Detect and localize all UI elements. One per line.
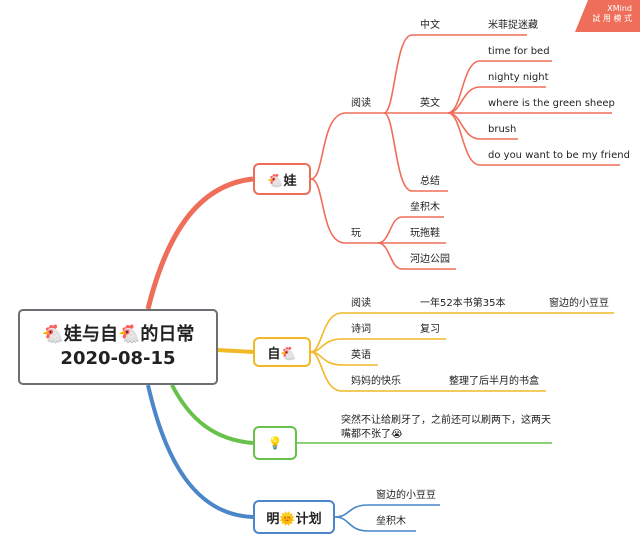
- subtopic-self-reading[interactable]: 阅读: [351, 298, 371, 309]
- root-to-wa-connector: [145, 176, 254, 310]
- root-to-self-connector: [217, 348, 254, 354]
- subtopic-chinese-book[interactable]: 米菲捉迷藏: [488, 20, 538, 31]
- subtopic-self-reading-detail[interactable]: 一年52本书第35本: [420, 298, 506, 309]
- subtopic-english-book[interactable]: brush: [488, 124, 517, 135]
- subtopic-plan-item[interactable]: 垒积木: [376, 516, 406, 527]
- xmind-brand: XMind: [607, 4, 632, 13]
- subtopic-english-book[interactable]: nighty night: [488, 72, 549, 83]
- lightbulb-icon: 💡: [267, 436, 283, 450]
- subtopic-play-item[interactable]: 玩拖鞋: [410, 228, 440, 239]
- root-to-idea-connector: [170, 384, 254, 445]
- idea-note-line2[interactable]: 嘴都不张了😭: [341, 429, 403, 440]
- subtopic-english[interactable]: 英文: [420, 98, 440, 109]
- topic-wa[interactable]: 🐔娃: [253, 163, 311, 195]
- topic-self-label: 自🐔: [267, 346, 297, 362]
- trial-mode-label: 試 用 模 式: [592, 14, 632, 23]
- subtopic-poetry[interactable]: 诗词: [351, 324, 371, 335]
- topic-plan-label: 明🌞计划: [266, 511, 322, 527]
- self-branch-lines: [310, 312, 614, 392]
- central-topic-title: 🐔娃与自🐔的日常: [41, 324, 195, 345]
- subtopic-poetry-detail[interactable]: 复习: [420, 324, 440, 335]
- subtopic-english-book[interactable]: where is the green sheep: [488, 98, 615, 109]
- subtopic-play-item[interactable]: 垒积木: [410, 202, 440, 213]
- subtopic-wa-reading[interactable]: 阅读: [351, 98, 371, 109]
- wa-branch-lines: [310, 34, 620, 270]
- subtopic-english-book[interactable]: time for bed: [488, 46, 550, 57]
- subtopic-wa-play[interactable]: 玩: [351, 228, 361, 239]
- topic-idea[interactable]: 💡: [253, 426, 297, 460]
- subtopic-self-reading-book[interactable]: 窗边的小豆豆: [549, 298, 609, 309]
- plan-branch-lines: [334, 504, 440, 532]
- topic-wa-label: 🐔娃: [267, 173, 297, 189]
- subtopic-self-english[interactable]: 英语: [351, 350, 371, 361]
- central-topic-date: 2020-08-15: [60, 348, 176, 369]
- central-topic[interactable]: 🐔娃与自🐔的日常 2020-08-15: [18, 309, 218, 385]
- subtopic-mom-joy[interactable]: 妈妈的快乐: [351, 376, 401, 387]
- root-to-plan-connector: [146, 384, 254, 519]
- idea-note-line1[interactable]: 突然不让给刷牙了，之前还可以刷两下，这两天: [341, 415, 551, 426]
- subtopic-chinese[interactable]: 中文: [420, 20, 440, 31]
- subtopic-play-item[interactable]: 河边公园: [410, 254, 450, 265]
- subtopic-english-book[interactable]: do you want to be my friend: [488, 150, 630, 161]
- topic-self[interactable]: 自🐔: [253, 337, 311, 367]
- topic-plan[interactable]: 明🌞计划: [253, 500, 335, 534]
- subtopic-summary[interactable]: 总结: [420, 176, 440, 187]
- subtopic-mom-joy-detail[interactable]: 整理了后半月的书盒: [449, 376, 539, 387]
- subtopic-plan-item[interactable]: 窗边的小豆豆: [376, 490, 436, 501]
